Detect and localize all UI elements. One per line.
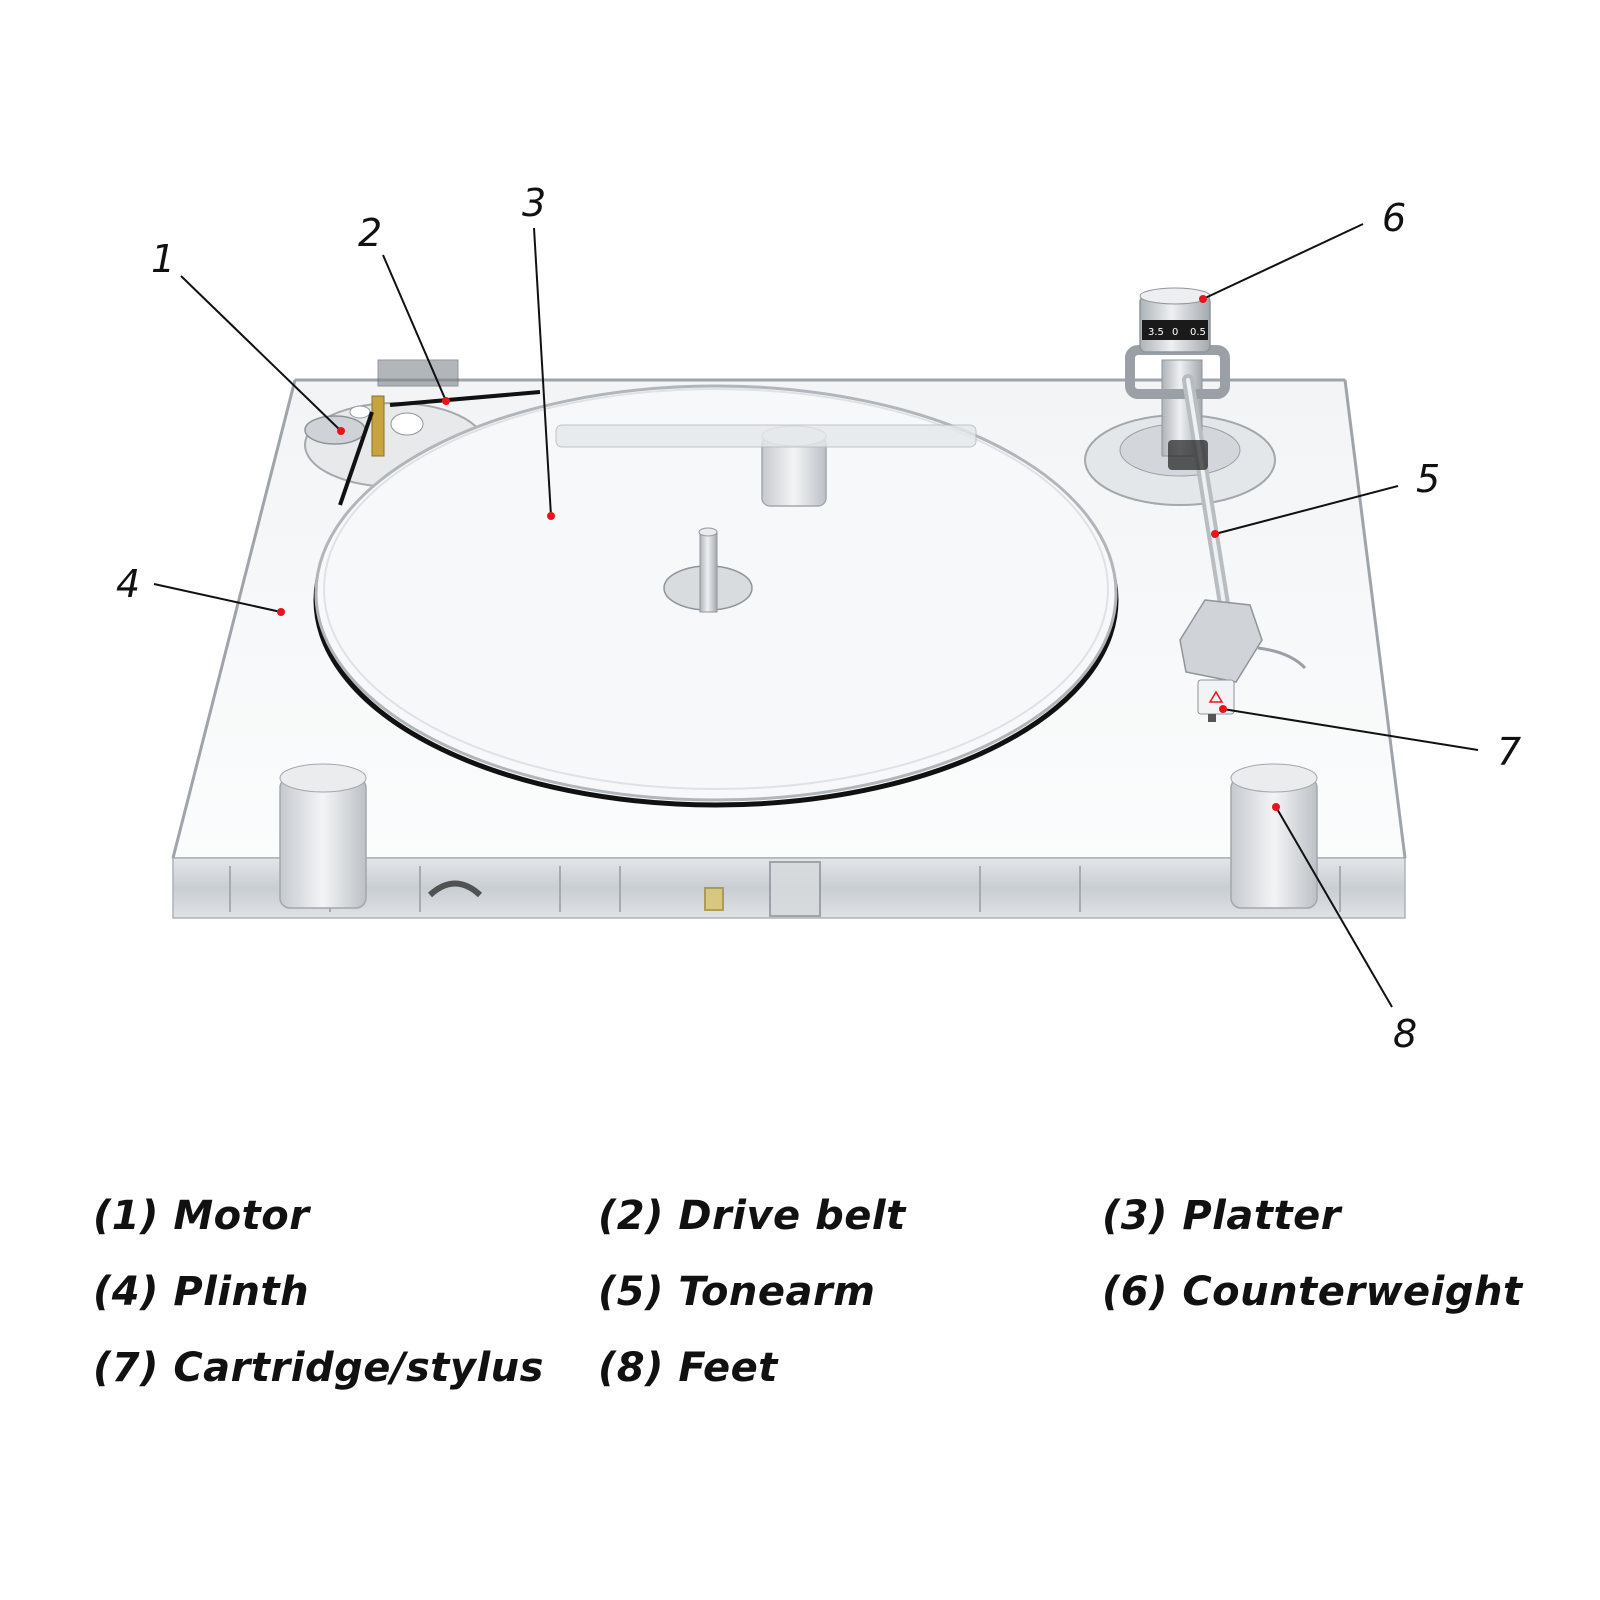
marker-1-motor xyxy=(337,427,345,435)
counterweight: 3.5 0 0.5 xyxy=(1139,287,1211,353)
foot-left xyxy=(279,763,367,909)
marker-3-platter xyxy=(547,512,555,520)
leader-8 xyxy=(1275,806,1393,1008)
leader-7 xyxy=(1222,708,1479,751)
plinth-left-edge-highlight xyxy=(171,379,297,859)
callout-number-3: 3 xyxy=(522,181,546,225)
leader-6 xyxy=(1202,223,1364,300)
marker-7-cartridge xyxy=(1219,705,1227,713)
leader-2 xyxy=(382,254,447,402)
callout-number-4: 4 xyxy=(116,562,140,606)
callout-leaders xyxy=(153,223,1479,1008)
callout-number-7: 7 xyxy=(1497,730,1521,774)
platter xyxy=(313,384,1119,808)
callout-number-1: 1 xyxy=(151,237,175,281)
callout-number-8: 8 xyxy=(1393,1012,1417,1056)
counterweight-dial xyxy=(1142,320,1208,340)
headshell xyxy=(1179,599,1263,683)
dial-mark-2: 0 xyxy=(1172,327,1178,338)
spindle xyxy=(663,527,753,613)
marker-8-feet xyxy=(1272,803,1280,811)
motor-pulley xyxy=(371,395,385,457)
marker-2-drive-belt xyxy=(442,397,450,405)
callout-markers xyxy=(277,295,1280,811)
leader-3 xyxy=(533,227,552,517)
callout-number-5: 5 xyxy=(1416,457,1440,501)
callout-numbers: 1 2 3 4 5 6 7 8 xyxy=(116,181,1521,1056)
callout-number-6: 6 xyxy=(1382,196,1406,240)
tonearm-assembly: 3.5 0 0.5 xyxy=(1084,287,1307,722)
plinth-internal-parts xyxy=(229,861,1341,917)
marker-5-tonearm xyxy=(1211,530,1219,538)
foot-right xyxy=(1230,763,1318,909)
leader-4 xyxy=(153,583,282,613)
dial-mark-1: 3.5 xyxy=(1148,327,1164,338)
plinth-right-edge-highlight xyxy=(1343,379,1407,859)
marker-4-plinth xyxy=(277,608,285,616)
leader-5 xyxy=(1214,485,1399,535)
marker-6-counterweight xyxy=(1199,295,1207,303)
leader-1 xyxy=(180,275,342,432)
rear-support xyxy=(555,424,977,507)
dial-mark-3: 0.5 xyxy=(1190,327,1206,338)
callout-number-2: 2 xyxy=(358,211,382,255)
